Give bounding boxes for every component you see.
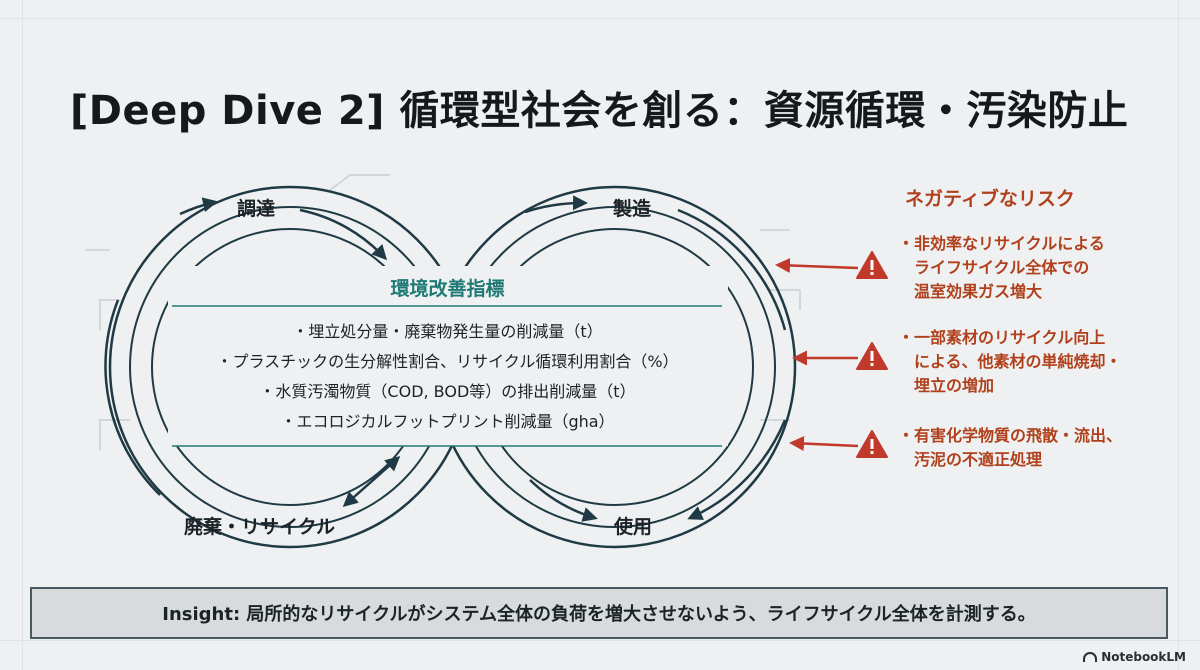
risk-arrow-1 (775, 257, 859, 273)
risks-heading: ネガティブなリスク (905, 188, 1075, 210)
flow-arrow-to-manufacturing (299, 208, 388, 261)
notebooklm-logo-icon (1083, 652, 1098, 662)
metrics-panel-title: 環境改善指標 (390, 278, 505, 300)
insight-banner: Insight: 局所的なリサイクルがシステム全体の負荷を増大させないよう、ライ… (30, 587, 1168, 639)
stage-procurement: 調達 (237, 198, 276, 220)
grid-line (0, 18, 1200, 19)
risk-arrow-3 (789, 436, 859, 452)
stage-disposal-recycle: 廃棄・リサイクル (184, 516, 336, 538)
flow-arrow-left-side (104, 299, 161, 496)
flow-arrow-disposal-to-procurement (342, 456, 401, 507)
notebooklm-brand: NotebookLM (1083, 650, 1186, 664)
flow-arrow-right-side (677, 208, 787, 331)
metrics-panel (168, 266, 728, 446)
page-title: [Deep Dive 2] 循環型社会を創る：資源循環・汚染防止 (70, 88, 1129, 134)
warning-icon (856, 430, 888, 458)
grid-line (22, 0, 23, 670)
stage-use: 使用 (614, 516, 653, 538)
metric-item: ・埋立処分量・廃棄物発生量の削減量（t） (292, 322, 603, 341)
warning-icon (856, 342, 888, 370)
grid-line (1178, 0, 1179, 670)
risk-item: ・非効率なリサイクルによる ライフサイクル全体での 温室効果ガス増大 (898, 234, 1105, 301)
flow-arrow-procurement (179, 197, 218, 216)
risk-item: ・有害化学物質の飛散・流出、 汚泥の不適正処理 (898, 426, 1123, 469)
flow-arrow-to-use (687, 419, 787, 520)
insight-text: Insight: 局所的なリサイクルがシステム全体の負荷を増大させないよう、ライ… (162, 604, 1036, 625)
brand-label: NotebookLM (1101, 650, 1186, 664)
metric-item: ・水質汚濁物質（COD, BOD等）の排出削減量（t） (259, 382, 636, 401)
grid-line (0, 640, 1200, 641)
warning-icon (856, 251, 888, 279)
flow-arrow-manufacturing (524, 195, 588, 214)
metric-item: ・プラスチックの生分解性割合、リサイクル循環利用割合（%） (216, 352, 679, 371)
flow-arrow-use (529, 479, 598, 522)
risk-item: ・一部素材のリサイクル向上 による、他素材の単純焼却・ 埋立の増加 (898, 328, 1122, 395)
metric-item: ・エコロジカルフットプリント削減量（gha） (280, 412, 615, 431)
stage-manufacturing: 製造 (613, 198, 652, 220)
